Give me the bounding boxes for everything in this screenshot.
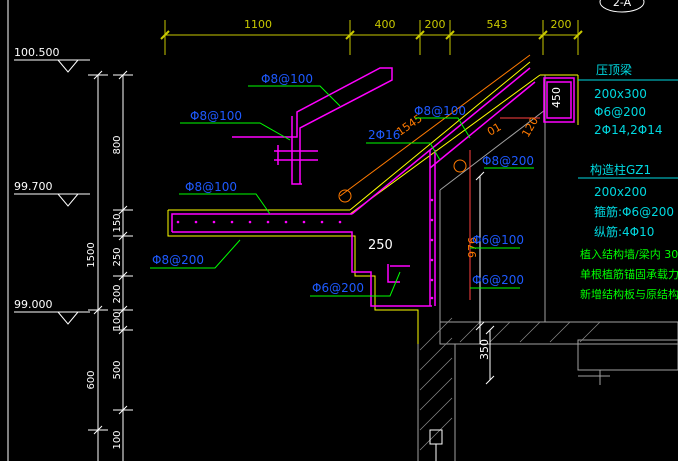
elevation-markers — [14, 59, 90, 325]
dim-120: 120 — [519, 115, 541, 140]
vdim-150: 150 — [112, 213, 123, 232]
red-dim-lines — [469, 117, 540, 300]
vdim-100b: 100 — [112, 430, 123, 449]
vertical-dimension-texts: 800 1500 600 100 150 250 200 100 500 — [86, 135, 123, 449]
rebar-label-texts: Φ8@100 Φ8@100 Φ8@100 Φ8@200 Φ8@100 2Φ16 … — [152, 72, 534, 295]
beam-label-main: 2Φ14,2Φ14 — [594, 123, 663, 137]
column-label-stirrup: 箍筋:Φ6@200 — [594, 204, 674, 219]
elevation-texts: 100.500 99.700 99.000 — [14, 46, 60, 311]
wall-body — [417, 75, 678, 461]
note-3: 新增结构板与原结构梁 — [580, 287, 678, 301]
vdim-200: 200 — [112, 284, 123, 303]
column-label-size: 200x200 — [594, 185, 647, 199]
section-mark-label: 2-A — [613, 0, 632, 9]
column-label-title: 构造柱GZ1 — [590, 162, 651, 177]
rebar-label-2: Φ8@100 — [190, 109, 242, 123]
note-2: 单根植筋锚固承载力设计 — [580, 267, 678, 281]
elevation-3: 99.000 — [14, 298, 53, 311]
top-dimension-texts: 1100 400 200 543 200 — [244, 18, 572, 31]
rebar-dots — [176, 198, 434, 300]
top-dim-3: 200 — [425, 18, 446, 31]
vdim-1500: 1500 — [86, 242, 97, 267]
rebar-label-10: Φ6@200 — [312, 281, 364, 295]
rebar-label-6: 2Φ16 — [368, 128, 400, 142]
vertical-dimension-inner — [113, 70, 133, 461]
dim-250: 250 — [368, 238, 393, 253]
top-dim-2: 400 — [375, 18, 396, 31]
notes-block: 植入结构墙/梁内 300 单根植筋锚固承载力设计 新增结构板与原结构梁 — [580, 247, 678, 301]
bottom-anchor — [429, 429, 443, 461]
column-label-main: 纵筋:4Φ10 — [594, 224, 654, 239]
dim-450: 450 — [550, 87, 563, 108]
top-dim-5: 200 — [551, 18, 572, 31]
beam-label-title: 压顶梁 — [596, 62, 632, 77]
rebar-label-1: Φ8@100 — [261, 72, 313, 86]
rebar-label-4: Φ8@200 — [152, 253, 204, 267]
rebar-label-5: Φ8@100 — [414, 104, 466, 118]
beam-label-stirrup: Φ6@200 — [594, 105, 646, 119]
vdim-250: 250 — [112, 247, 123, 266]
vertical-dimension-outer — [88, 70, 108, 461]
rebar-label-9: Φ6@200 — [472, 273, 524, 287]
rebar-label-3: Φ8@100 — [185, 180, 237, 194]
rebar-label-7: Φ8@200 — [482, 154, 534, 168]
vdim-800: 800 — [112, 135, 123, 154]
dim-01: 01 — [485, 120, 504, 138]
rebar-magenta — [171, 67, 575, 307]
beam-label-size: 200x300 — [594, 87, 647, 101]
beam-label: 压顶梁 200x300 Φ6@200 2Φ14,2Φ14 — [594, 62, 663, 137]
hatch-pattern — [419, 317, 601, 451]
vdim-500: 500 — [112, 360, 123, 379]
elevation-1: 100.500 — [14, 46, 60, 59]
sloped-dimension — [338, 54, 531, 203]
leader-lines — [150, 85, 534, 297]
rebar-label-8: Φ6@100 — [472, 233, 524, 247]
top-dim-4: 543 — [487, 18, 508, 31]
vdim-100a: 100 — [112, 311, 123, 330]
elevation-2: 99.700 — [14, 180, 53, 193]
top-dim-1: 1100 — [244, 18, 272, 31]
note-underlines — [578, 79, 678, 179]
top-dimension-chain — [160, 20, 583, 55]
section-mark: 2-A — [599, 0, 645, 13]
vdim-600: 600 — [86, 370, 97, 389]
section-dims-lines — [475, 171, 495, 385]
dim-350: 350 — [478, 339, 491, 360]
note-1: 植入结构墙/梁内 300 — [580, 247, 678, 261]
column-label: 构造柱GZ1 200x200 箍筋:Φ6@200 纵筋:4Φ10 — [590, 162, 674, 239]
